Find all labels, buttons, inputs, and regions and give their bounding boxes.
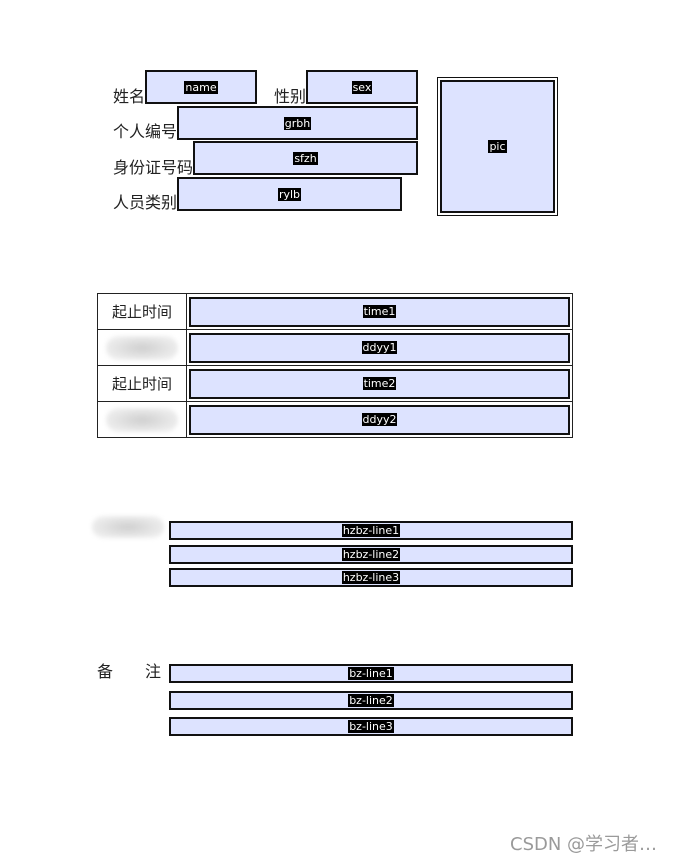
ddyy1-field-tag: ddyy1 — [361, 341, 398, 354]
person-type-field-tag: rylb — [277, 187, 302, 201]
time2-field-tag: time2 — [362, 377, 397, 390]
redacted-label-2 — [97, 401, 187, 438]
remarks-line-1[interactable]: bz-line1 — [169, 664, 573, 683]
id-card-field-tag: sfzh — [293, 151, 318, 165]
ddyy2-cell: ddyy2 — [186, 401, 573, 438]
ddyy1-cell: ddyy1 — [186, 329, 573, 366]
hzbz-line-2-tag: hzbz-line2 — [341, 548, 401, 561]
id-card-field[interactable]: sfzh — [193, 141, 418, 175]
hzbz-line-1[interactable]: hzbz-line1 — [169, 521, 573, 540]
ddyy1-field[interactable]: ddyy1 — [189, 332, 570, 363]
remarks-label: 备 注 — [97, 662, 162, 681]
redacted-label-1 — [97, 329, 187, 366]
name-field[interactable]: name — [145, 70, 257, 104]
personal-id-label: 个人编号 — [113, 122, 178, 141]
person-type-label: 人员类别 — [113, 193, 178, 212]
redacted-blur — [106, 335, 178, 360]
period-label-2: 起止时间 — [97, 365, 187, 402]
time1-field[interactable]: time1 — [189, 296, 570, 327]
period-label-1: 起止时间 — [97, 293, 187, 330]
remarks-line-3-tag: bz-line3 — [348, 720, 394, 733]
time2-cell: time2 — [186, 365, 573, 402]
table-row: ddyy1 — [97, 329, 573, 366]
name-label: 姓名 — [113, 87, 146, 106]
personal-id-field-tag: grbh — [283, 116, 312, 130]
person-type-field[interactable]: rylb — [177, 177, 402, 211]
time2-field[interactable]: time2 — [189, 368, 570, 399]
hzbz-line-1-tag: hzbz-line1 — [341, 524, 401, 537]
table-row: 起止时间 time1 — [97, 293, 573, 330]
remarks-line-1-tag: bz-line1 — [348, 667, 394, 680]
hzbz-line-3-tag: hzbz-line3 — [341, 571, 401, 584]
remarks-line-3[interactable]: bz-line3 — [169, 717, 573, 736]
ddyy2-field[interactable]: ddyy2 — [189, 404, 570, 435]
table-row: ddyy2 — [97, 401, 573, 438]
hzbz-label-redacted — [92, 516, 164, 538]
time1-cell: time1 — [186, 293, 573, 330]
table-row: 起止时间 time2 — [97, 365, 573, 402]
id-card-label: 身份证号码 — [113, 158, 194, 177]
photo-field[interactable]: pic — [440, 80, 555, 213]
watermark: CSDN @学习者… — [510, 834, 658, 855]
photo-frame: pic — [437, 77, 558, 216]
remarks-line-2-tag: bz-line2 — [348, 694, 394, 707]
period-table: 起止时间 time1 ddyy1 起止时间 time2 ddyy2 — [97, 293, 573, 438]
remarks-line-2[interactable]: bz-line2 — [169, 691, 573, 710]
sex-label: 性别 — [274, 87, 307, 106]
redacted-blur — [106, 407, 178, 432]
ddyy2-field-tag: ddyy2 — [361, 413, 398, 426]
time1-field-tag: time1 — [362, 305, 397, 318]
sex-field-tag: sex — [351, 80, 373, 94]
hzbz-line-2[interactable]: hzbz-line2 — [169, 545, 573, 564]
hzbz-line-3[interactable]: hzbz-line3 — [169, 568, 573, 587]
name-field-tag: name — [184, 80, 218, 94]
photo-field-tag: pic — [488, 140, 507, 153]
personal-id-field[interactable]: grbh — [177, 106, 418, 140]
sex-field[interactable]: sex — [306, 70, 418, 104]
